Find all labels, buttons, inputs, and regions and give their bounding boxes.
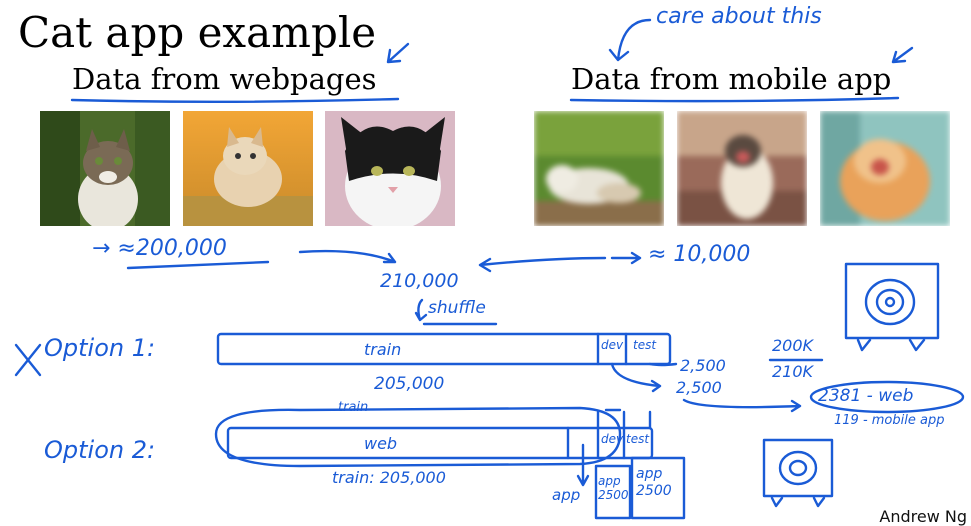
option2-test-label: test xyxy=(626,432,650,446)
web-heading-underline xyxy=(70,97,400,103)
shuffle-arrow xyxy=(414,298,428,322)
option2-app-test-note: app 2500 xyxy=(636,466,672,499)
mobile-cat-photo-1 xyxy=(534,111,664,226)
arrow-web-to-total xyxy=(298,249,397,264)
total-count-note: 210,000 xyxy=(380,270,459,292)
option2-train-loop xyxy=(214,406,622,468)
option2-label: Option 2: xyxy=(44,436,156,464)
camera-doodle-large xyxy=(844,262,940,340)
ratio-denominator: 210K xyxy=(772,362,814,381)
web-cat-photo-2 xyxy=(183,111,313,226)
option1-test-label: test xyxy=(633,338,657,352)
mobile-heading-underline xyxy=(569,96,900,103)
option2-top-marks xyxy=(596,408,652,430)
arrow-to-mobile-heading xyxy=(608,18,652,62)
mobile-data-heading: Data from mobile app xyxy=(571,62,892,96)
slide-title: Cat app example xyxy=(18,8,377,57)
mobile-cat-photo-3 xyxy=(820,111,950,226)
option1-train-size: 205,000 xyxy=(374,374,445,394)
option1-dev-size: 2,500 xyxy=(680,356,726,375)
option1-test-arrow xyxy=(648,362,678,367)
web-count-note: → ≈200,000 xyxy=(92,236,227,261)
arrow-into-mobile-count xyxy=(610,251,642,265)
camera-doodle-small xyxy=(762,438,834,498)
option1-to-breakdown-arrow xyxy=(682,398,802,413)
author-credit: Andrew Ng xyxy=(879,507,967,526)
web-count-underline xyxy=(126,260,270,270)
option2-app-dev-note: app 2500 xyxy=(598,474,629,502)
option1-train-label: train xyxy=(364,340,402,359)
arrow-mobile-to-total xyxy=(478,256,607,273)
mobile-cat-photo-2 xyxy=(677,111,807,226)
option1-dev-arrow xyxy=(610,362,662,393)
option2-app-arrow xyxy=(576,443,590,487)
ratio-numerator: 200K xyxy=(772,336,814,355)
mobile-in-test-note: 119 - mobile app xyxy=(834,413,945,428)
option2-bar xyxy=(226,426,654,460)
web-data-heading: Data from webpages xyxy=(72,62,377,96)
mobile-count-note: ≈ 10,000 xyxy=(648,242,751,267)
option1-test-size: 2,500 xyxy=(676,378,722,397)
arrow-to-mobile-heading-right xyxy=(891,46,914,64)
option2-app-note: app xyxy=(552,486,581,504)
option1-label: Option 1: xyxy=(44,334,156,362)
option2-train-note: train xyxy=(338,400,369,415)
option2-train-size: train: 205,000 xyxy=(332,468,446,487)
web-cat-photo-3 xyxy=(325,111,455,226)
option2-web-label: web xyxy=(364,434,398,453)
web-in-test-note: 2381 - web xyxy=(818,386,914,406)
option1-x-mark xyxy=(14,343,42,377)
web-cat-photo-1 xyxy=(40,111,170,226)
option2-dev-label: dev xyxy=(601,432,624,446)
option1-dev-label: dev xyxy=(601,338,624,352)
arrow-to-web-heading xyxy=(386,42,410,64)
shuffle-note: shuffle xyxy=(428,298,486,318)
care-note: care about this xyxy=(656,4,822,29)
